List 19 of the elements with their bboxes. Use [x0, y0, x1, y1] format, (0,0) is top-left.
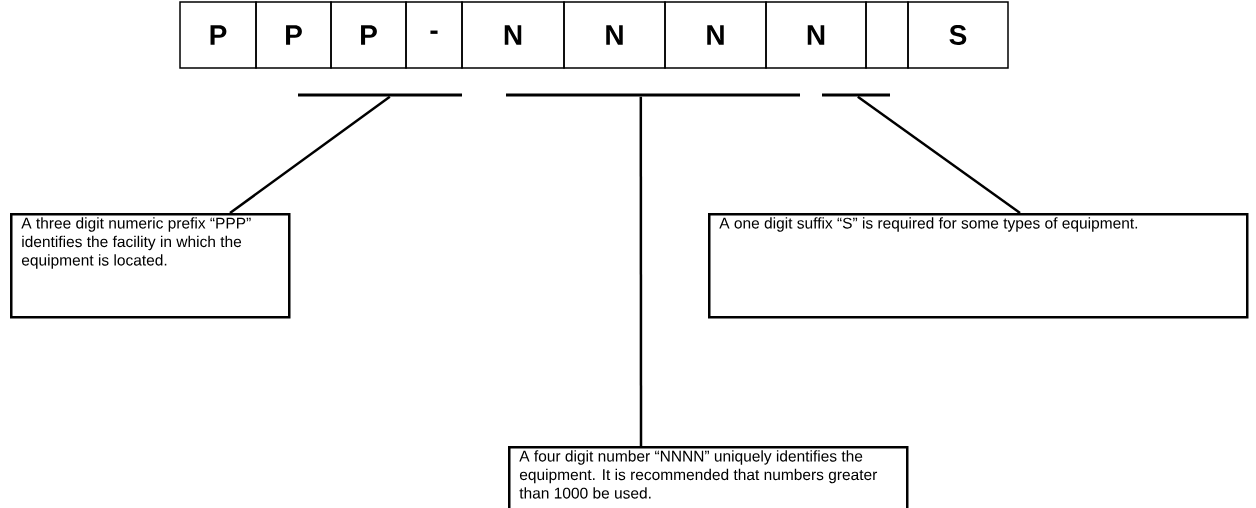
letter-cell: P	[255, 1, 332, 69]
leader-line	[857, 95, 1021, 214]
letter-cell: N	[765, 1, 867, 69]
letter-cell: N	[563, 1, 666, 69]
letter-cell: S	[907, 1, 1009, 69]
letter-cell: N	[664, 1, 767, 69]
callout-box: A one digit suffix “S” is required for some types of equipment.	[708, 213, 1249, 319]
callout-box: A four digit number “NNNN” uniquely identifies the equipment. It is recommended that numbers greater than 1000 be used.	[508, 446, 909, 508]
bracket-line	[822, 93, 890, 97]
callout-box: A three digit numeric prefix “PPP” identifies the facility in which the equipment is located.	[10, 213, 291, 319]
letter-cell: P	[330, 1, 407, 69]
bracket-line	[506, 93, 800, 97]
leader-line	[229, 95, 391, 214]
letter-cell: N	[461, 1, 565, 69]
leader-line	[639, 96, 643, 446]
bracket-line	[298, 93, 462, 97]
empty-cell	[865, 1, 909, 69]
letter-cell: -	[405, 1, 463, 69]
letter-cell: P	[179, 1, 257, 69]
